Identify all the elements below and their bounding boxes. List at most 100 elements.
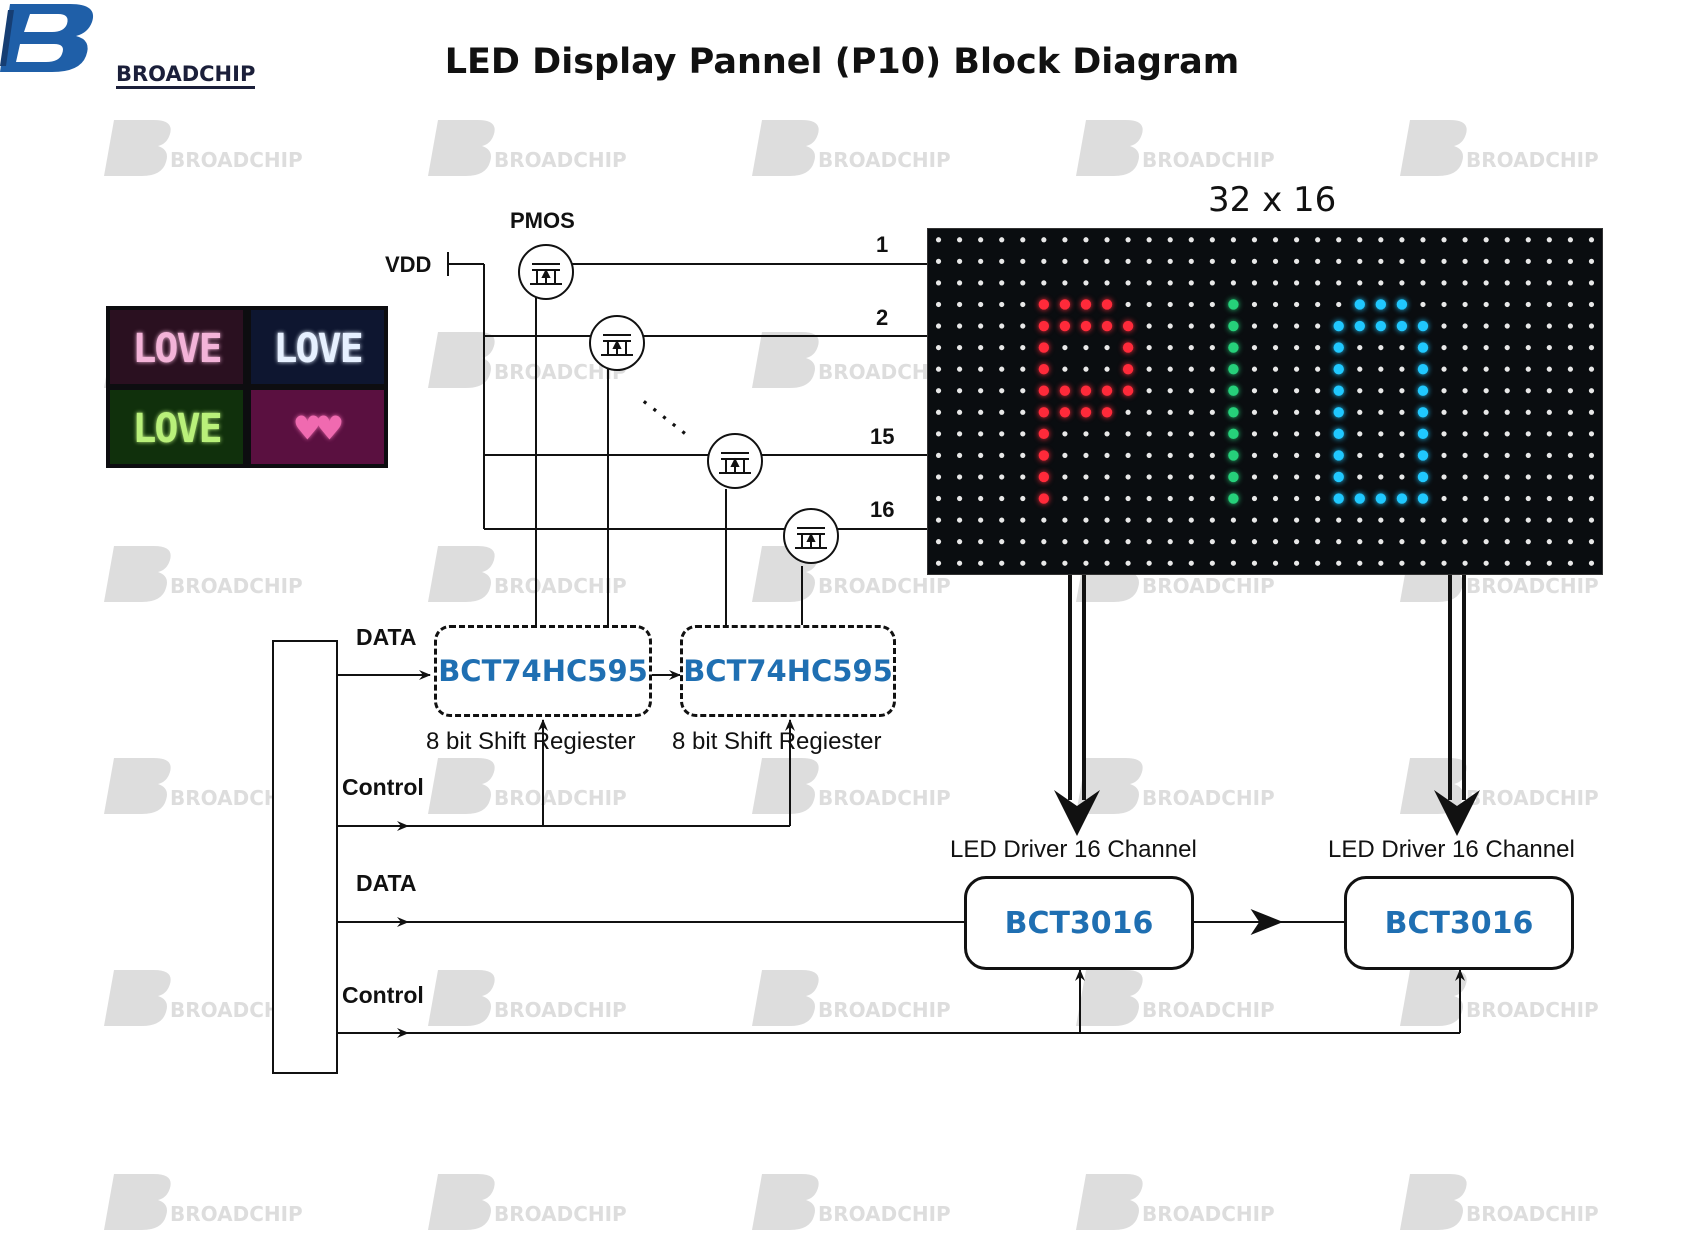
- led-dot: [956, 280, 963, 286]
- led-dot: [978, 366, 984, 372]
- led-dot: [999, 452, 1005, 459]
- led-dot: [1293, 258, 1300, 264]
- led-driver-1: [964, 876, 1194, 970]
- led-dot: [1020, 258, 1026, 264]
- led-panel: [928, 229, 1602, 574]
- led-dot: [1083, 495, 1089, 502]
- led-dot: [1357, 366, 1363, 372]
- led-dot: [1062, 517, 1068, 523]
- data-label-top: DATA: [356, 624, 417, 650]
- brand-name: BROADCHIP: [116, 62, 256, 89]
- thumbnail-hearts: ♥♥: [251, 390, 384, 464]
- led-dot: [1378, 366, 1384, 372]
- lit-led-dot: [1228, 299, 1239, 310]
- led-dot: [999, 495, 1005, 502]
- led-dot: [1525, 539, 1531, 545]
- led-dot: [999, 237, 1005, 243]
- led-dot: [1441, 258, 1447, 264]
- watermark: BROADCHIP: [428, 330, 627, 394]
- led-dot: [1567, 366, 1574, 372]
- led-dot: [1104, 431, 1110, 437]
- led-dot: [1020, 409, 1026, 415]
- led-dot: [1041, 237, 1047, 243]
- led-dot: [1378, 560, 1384, 566]
- led-dot: [1462, 344, 1468, 351]
- led-dot: [1020, 388, 1026, 394]
- led-dot: [1188, 495, 1194, 502]
- lit-led-dot: [1333, 471, 1344, 483]
- led-dot: [1167, 539, 1173, 545]
- lit-led-dot: [1038, 342, 1050, 353]
- lit-led-dot: [1396, 493, 1408, 504]
- led-dot: [1062, 366, 1068, 372]
- led-dot: [1146, 409, 1152, 415]
- led-dot: [1167, 344, 1173, 351]
- led-dot: [978, 431, 984, 437]
- led-driver-2-name: BCT3016: [1384, 906, 1534, 941]
- led-dot: [1399, 344, 1405, 351]
- led-dot: [1546, 301, 1552, 308]
- led-dot: [1399, 237, 1405, 243]
- led-dot: [978, 301, 984, 308]
- led-dot: [1146, 258, 1152, 264]
- led-dot: [1272, 452, 1279, 459]
- led-dot: [1272, 280, 1279, 286]
- led-dot: [1588, 560, 1595, 566]
- led-dot: [1188, 366, 1194, 372]
- led-dot: [1483, 409, 1489, 415]
- lit-led-dot: [1228, 471, 1239, 483]
- led-dot: [1209, 388, 1215, 394]
- led-dot: [1209, 258, 1215, 264]
- led-dot: [1441, 237, 1447, 243]
- led-dot: [1357, 388, 1363, 394]
- watermark-text: BROADCHIP: [1142, 786, 1275, 810]
- led-dot: [1378, 409, 1384, 415]
- led-dot: [1083, 237, 1089, 243]
- led-dot: [1567, 539, 1574, 545]
- led-dot: [1525, 560, 1531, 566]
- led-dot: [1020, 344, 1026, 351]
- led-dot: [1272, 495, 1279, 502]
- led-dot: [1209, 237, 1215, 243]
- led-dot: [1336, 539, 1342, 545]
- led-dot: [1146, 388, 1152, 394]
- watermark: BROADCHIP: [428, 544, 627, 608]
- led-dot: [1588, 344, 1595, 351]
- led-dot: [1251, 409, 1258, 415]
- lit-led-dot: [1333, 363, 1344, 375]
- pmos-transistor-icon: [707, 433, 763, 489]
- led-dot: [1546, 344, 1552, 351]
- led-dot: [1272, 301, 1279, 308]
- led-dot: [1483, 237, 1489, 243]
- watermark-text: BROADCHIP: [1466, 786, 1599, 810]
- watermark: BROADCHIP: [104, 544, 303, 608]
- led-dot: [1125, 280, 1131, 286]
- led-dot: [1315, 280, 1321, 286]
- watermark-text: BROADCHIP: [170, 148, 303, 172]
- led-dot: [1588, 495, 1595, 502]
- led-dot: [1525, 344, 1531, 351]
- lit-led-dot: [1101, 320, 1113, 332]
- led-dot: [1041, 258, 1047, 264]
- led-dot: [1188, 323, 1194, 329]
- lit-led-dot: [1101, 299, 1113, 310]
- led-dot: [1546, 517, 1552, 523]
- led-dot: [956, 452, 963, 459]
- led-dot: [1378, 344, 1384, 351]
- led-dot: [1378, 388, 1384, 394]
- led-dot: [1209, 280, 1215, 286]
- led-dot: [1441, 560, 1447, 566]
- led-dot: [1125, 301, 1131, 308]
- led-dot: [935, 258, 942, 264]
- watermark: BROADCHIP: [1076, 968, 1275, 1032]
- led-dot: [1483, 301, 1489, 308]
- led-dot: [956, 258, 963, 264]
- led-dot: [1315, 258, 1321, 264]
- led-dot: [1083, 517, 1089, 523]
- lit-led-dot: [1375, 299, 1387, 310]
- led-dot: [935, 409, 942, 415]
- led-dot: [1251, 301, 1258, 308]
- led-dot: [1083, 452, 1089, 459]
- led-dot: [1188, 301, 1194, 308]
- lit-led-dot: [1417, 471, 1429, 483]
